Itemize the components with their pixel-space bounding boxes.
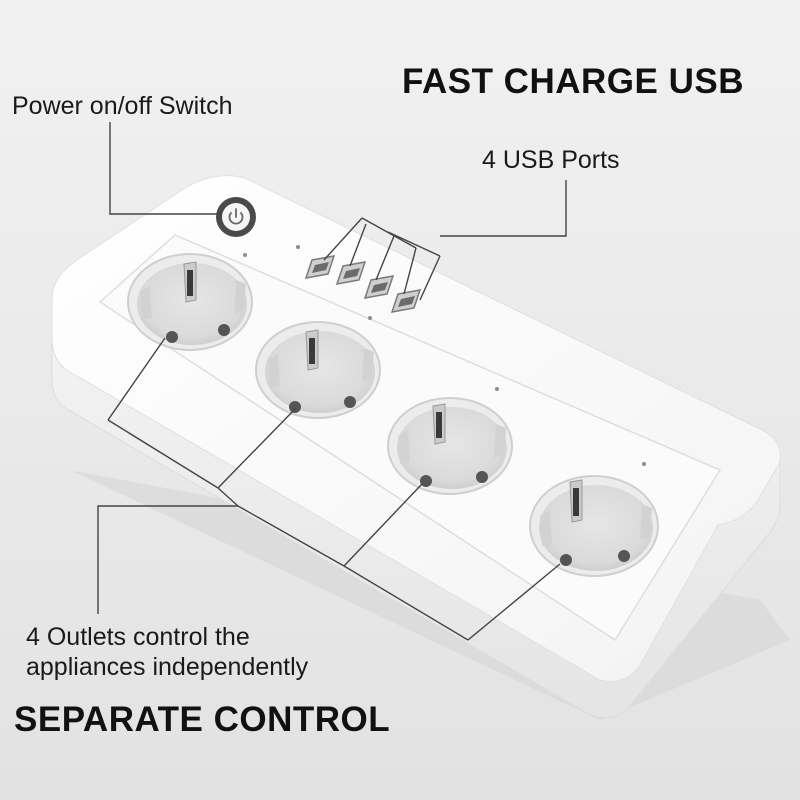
usb-port	[363, 275, 395, 299]
indicator-led	[368, 316, 372, 320]
callout-outlets-line2: appliances independently	[26, 653, 309, 681]
outlet	[387, 397, 513, 495]
callout-usb-ports: 4 USB Ports	[482, 146, 620, 174]
callout-line-usb	[323, 180, 567, 301]
callout-outlets-line1: 4 Outlets control the	[26, 623, 250, 651]
indicator-led	[495, 387, 499, 391]
callout-power-switch: Power on/off Switch	[12, 92, 233, 120]
indicator-led	[243, 253, 247, 257]
power-switch[interactable]	[216, 197, 256, 237]
headline-fast-charge: FAST CHARGE USB	[402, 62, 744, 101]
headline-separate-control: SEPARATE CONTROL	[14, 700, 391, 739]
usb-port	[304, 255, 336, 279]
indicator-led	[642, 462, 646, 466]
callout-line-outlets	[97, 337, 561, 641]
usb-port	[335, 261, 367, 285]
callout-line-power	[109, 122, 222, 215]
outlet	[127, 253, 253, 351]
outlet	[529, 475, 659, 577]
indicator-led	[296, 245, 300, 249]
usb-port	[390, 289, 422, 313]
callout-outlets: 4 Outlets control the appliances indepen…	[26, 622, 308, 682]
power-icon	[228, 208, 244, 225]
outlet	[255, 321, 381, 419]
